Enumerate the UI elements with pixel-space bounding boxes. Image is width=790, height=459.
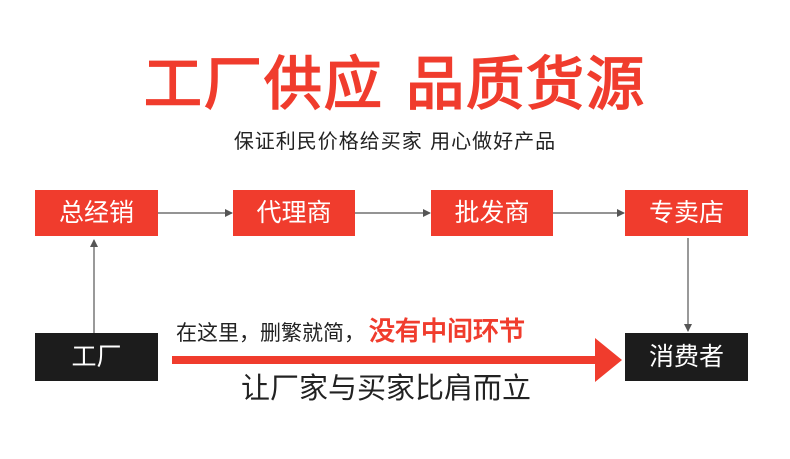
page-subtitle: 保证利民价格给买家 用心做好产品	[233, 129, 557, 153]
page-title: 工厂供应 品质货源	[143, 50, 647, 118]
simplified-message: 在这里，删繁就简，没有中间环节	[176, 314, 525, 350]
node-general-distributor: 总经销	[35, 190, 158, 236]
node-consumer: 消费者	[625, 333, 748, 381]
node-retail-store: 专卖店	[625, 190, 748, 236]
equal-footing-message: 让厂家与买家比肩而立	[240, 371, 531, 405]
no-middleman-highlight: 没有中间环节	[369, 317, 526, 347]
simplified-message-text: 在这里，删繁就简，	[176, 321, 365, 345]
node-factory: 工厂	[35, 333, 158, 381]
node-agent: 代理商	[233, 190, 355, 236]
node-wholesaler: 批发商	[431, 190, 553, 236]
direct-supply-arrow	[172, 338, 622, 382]
